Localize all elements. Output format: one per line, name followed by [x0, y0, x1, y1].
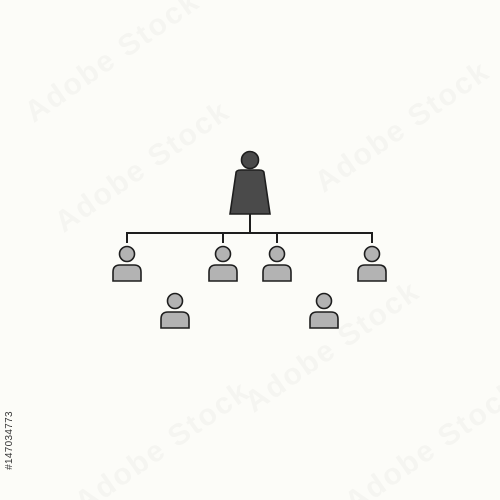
member-head	[166, 292, 184, 310]
member-head	[315, 292, 333, 310]
member-body	[160, 311, 190, 329]
team-members	[112, 245, 387, 329]
member-body	[208, 264, 238, 282]
person-icon	[208, 245, 238, 282]
member-body	[112, 264, 142, 282]
leader-head	[240, 150, 260, 170]
member-body	[357, 264, 387, 282]
person-icon	[357, 245, 387, 282]
connector-lines	[126, 214, 373, 243]
person-leader-icon	[229, 150, 271, 215]
member-body	[309, 311, 339, 329]
member-head	[214, 245, 232, 263]
person-icon	[262, 245, 292, 282]
member-body	[262, 264, 292, 282]
person-icon	[112, 245, 142, 282]
stock-id-text: #147034773	[3, 410, 15, 470]
member-head	[268, 245, 286, 263]
stock-id-label: #147034773	[2, 385, 16, 495]
person-icon	[160, 292, 190, 329]
member-head	[118, 245, 136, 263]
person-icon	[309, 292, 339, 329]
member-head	[363, 245, 381, 263]
leader-body	[229, 169, 271, 215]
